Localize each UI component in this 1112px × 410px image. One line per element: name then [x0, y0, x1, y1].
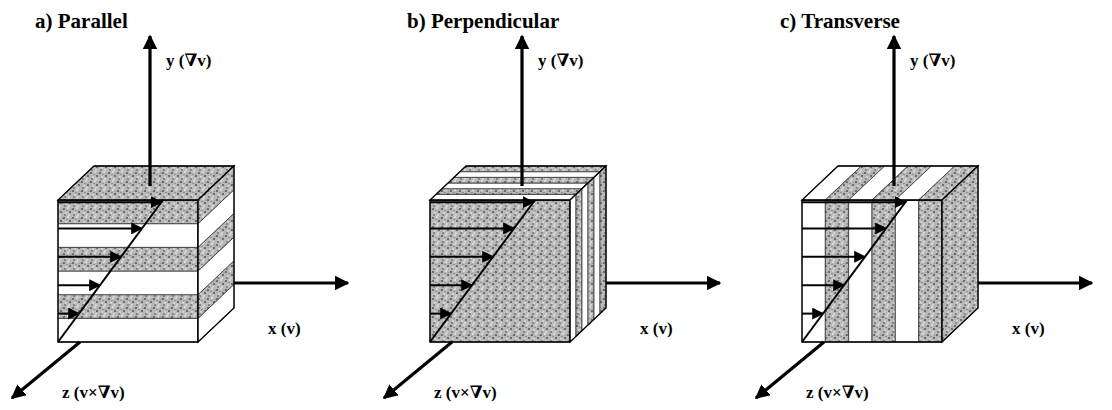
coordinate-axis — [892, 36, 895, 186]
cube-face-outline — [942, 166, 978, 342]
axis-label: z (v×∇v) — [806, 384, 869, 403]
cube-face-outline — [58, 200, 198, 342]
velocity-arrow — [802, 284, 844, 286]
axis-label: y (∇v) — [538, 52, 583, 71]
velocity-arrow — [802, 256, 865, 258]
velocity-arrow — [58, 313, 79, 315]
layer-band — [576, 189, 582, 337]
layer-band — [942, 166, 978, 342]
sheared-cube — [756, 36, 1092, 398]
velocity-profile — [58, 200, 163, 342]
velocity-arrow — [430, 284, 472, 286]
velocity-arrow — [430, 313, 451, 315]
layer-band — [442, 183, 588, 189]
velocity-profile — [430, 200, 535, 342]
coordinate-axis — [606, 281, 720, 284]
velocity-arrow — [430, 201, 534, 203]
axis-label: y (∇v) — [910, 52, 955, 71]
axis-label: x (v) — [640, 320, 673, 339]
velocity-profile — [802, 200, 907, 342]
cube-face-outline — [430, 200, 570, 342]
axis-label: y (∇v) — [166, 52, 211, 71]
layer-band — [430, 194, 576, 200]
cube-face-outline — [198, 166, 234, 342]
layer-band — [58, 224, 198, 248]
layer-band — [582, 183, 588, 331]
layer-band — [58, 271, 198, 295]
layer-band — [436, 189, 582, 195]
layer-band — [58, 318, 198, 342]
velocity-arrow — [802, 313, 823, 315]
cube-face-outline — [570, 166, 606, 342]
layer-band — [454, 172, 600, 178]
layer-band — [430, 200, 570, 342]
cube-face-outline — [802, 200, 942, 342]
sheared-cube — [384, 36, 720, 398]
axis-label: z (v×∇v) — [434, 384, 497, 403]
coordinate-axis — [148, 36, 151, 186]
axis-label: z (v×∇v) — [62, 384, 125, 403]
velocity-arrow — [802, 227, 886, 229]
panel-title: a) Parallel — [35, 10, 128, 33]
velocity-arrow — [58, 284, 100, 286]
velocity-arrow — [430, 256, 493, 258]
layer-band — [802, 200, 825, 342]
layer-band — [58, 200, 198, 224]
layer-band — [825, 200, 848, 342]
axis-label: x (v) — [1012, 320, 1045, 339]
layer-band — [588, 177, 594, 325]
layer-band — [919, 200, 942, 342]
layer-band — [460, 166, 606, 172]
panel-title: b) Perpendicular — [407, 10, 559, 33]
layer-band — [594, 172, 600, 320]
layer-band — [849, 200, 872, 342]
velocity-arrow — [58, 227, 142, 229]
layer-band — [570, 194, 576, 342]
velocity-arrow — [430, 227, 514, 229]
axis-label: x (v) — [268, 320, 301, 339]
coordinate-axis — [520, 36, 523, 186]
panel-title: c) Transverse — [780, 10, 900, 33]
velocity-arrow — [802, 201, 906, 203]
coordinate-axis — [234, 281, 348, 284]
layer-band — [895, 200, 918, 342]
layer-band — [58, 247, 198, 271]
coordinate-axis — [978, 281, 1092, 284]
layer-band — [600, 166, 606, 314]
sheared-cube — [12, 36, 348, 398]
velocity-arrow — [58, 256, 121, 258]
velocity-arrow — [58, 201, 162, 203]
